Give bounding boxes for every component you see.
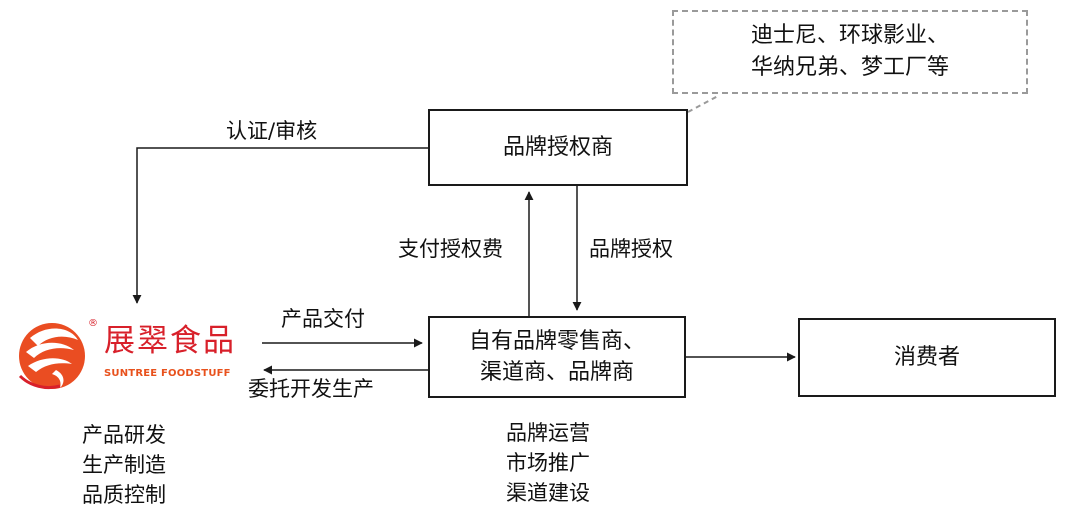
- oem-production-label: 委托开发生产: [248, 377, 374, 401]
- retailer-role-item: 市场推广: [506, 451, 590, 475]
- phoenix-icon: [18, 323, 85, 390]
- pay-fee-label: 支付授权费: [398, 237, 503, 261]
- callout-line-1: 迪士尼、环球影业、: [750, 23, 949, 48]
- registered-mark: ®: [88, 318, 98, 329]
- company-roles: 产品研发 生产制造 品质控制: [82, 420, 166, 510]
- brand-license-label: 品牌授权: [589, 237, 673, 261]
- consumer-label: 消费者: [893, 345, 960, 370]
- brand-licensor-box: 品牌授权商: [428, 109, 688, 186]
- consumer-box: 消费者: [798, 318, 1056, 397]
- retailer-box: 自有品牌零售商、 渠道商、品牌商: [428, 316, 686, 398]
- logo-name-cn: 展翠食品: [104, 323, 236, 359]
- company-role-item: 生产制造: [82, 453, 166, 477]
- certification-arrow: [132, 147, 428, 304]
- retailer-role-item: 品牌运营: [506, 421, 590, 445]
- retailer-roles: 品牌运营 市场推广 渠道建设: [506, 418, 590, 508]
- logo-name-en: SUNTREE FOODSTUFF: [104, 368, 231, 379]
- certification-label: 认证/审核: [226, 119, 318, 143]
- brand-licensor-label: 品牌授权商: [502, 135, 613, 160]
- retailer-role-item: 渠道建设: [506, 481, 590, 505]
- callout-line-2: 华纳兄弟、梦工厂等: [750, 55, 949, 80]
- licensor-examples-callout: 迪士尼、环球影业、 华纳兄弟、梦工厂等: [672, 10, 1028, 94]
- product-delivery-label: 产品交付: [281, 307, 365, 331]
- suntree-logo: ® 展翠食品 SUNTREE FOODSTUFF: [12, 316, 262, 394]
- company-role-item: 产品研发: [82, 423, 166, 447]
- company-role-item: 品质控制: [82, 483, 166, 507]
- retailer-label-line-1: 自有品牌零售商、: [468, 329, 645, 354]
- retailer-label-line-2: 渠道商、品牌商: [479, 360, 634, 385]
- callout-pointer: [687, 95, 719, 113]
